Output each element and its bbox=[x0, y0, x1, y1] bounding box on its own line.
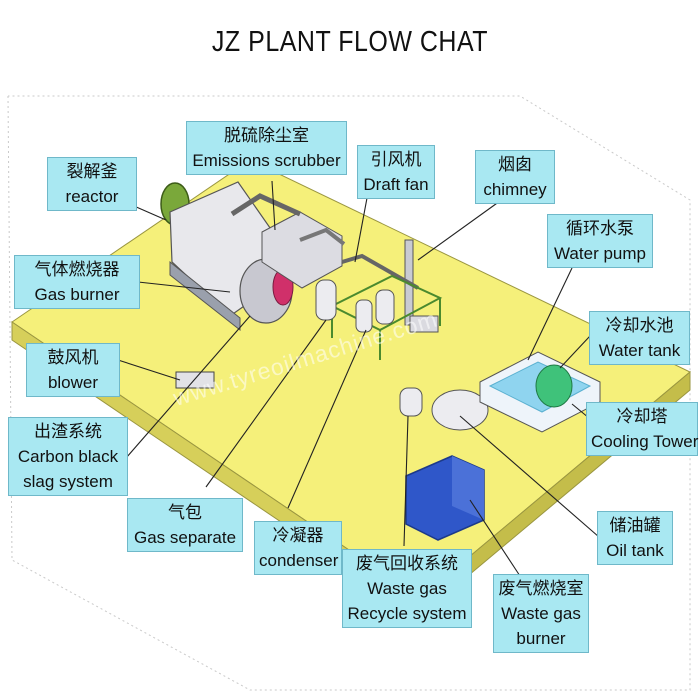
blower-unit bbox=[175, 371, 215, 389]
waste-gas-recycle-tank bbox=[431, 389, 489, 431]
boundary-dotted-line bbox=[7, 95, 691, 691]
gas-separate-tank bbox=[315, 279, 337, 321]
pointer-lines bbox=[117, 180, 600, 577]
scrubber-pipe bbox=[230, 193, 302, 217]
condenser-unit bbox=[399, 387, 423, 417]
cooling-tower-body bbox=[535, 364, 573, 408]
diagram-title: JZ PLANT FLOW CHAT bbox=[211, 25, 489, 59]
reactor-stand bbox=[169, 260, 241, 332]
